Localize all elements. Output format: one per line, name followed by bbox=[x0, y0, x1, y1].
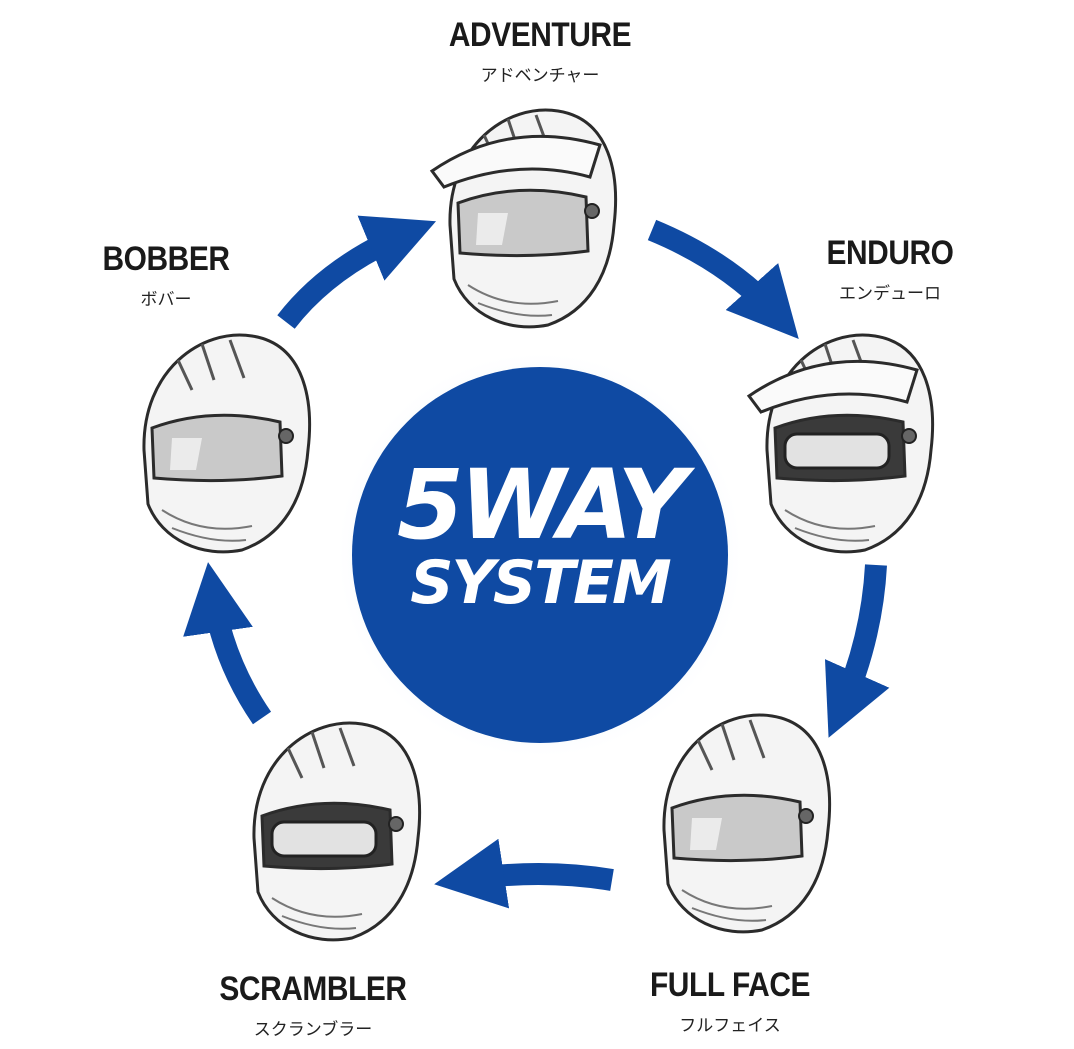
arrow-full-face-to-scrambler bbox=[434, 838, 614, 909]
arrow-adventure-to-enduro bbox=[647, 219, 799, 340]
helmet-pivot bbox=[901, 428, 917, 444]
mode-name-jp: ボバー bbox=[140, 290, 192, 310]
helmet-chin-lines bbox=[161, 509, 253, 542]
center-title-line1: 5WAY bbox=[396, 449, 687, 561]
arrow-group bbox=[183, 215, 890, 909]
mode-label-adventure: ADVENTURE アドベンチャー bbox=[380, 16, 700, 86]
mode-name-jp: スクランブラー bbox=[253, 1020, 373, 1040]
helmet-pivot bbox=[278, 428, 294, 444]
center-title: 5WAY SYSTEM bbox=[350, 449, 730, 618]
helmet-chin-lines bbox=[271, 897, 363, 930]
arrow-scrambler-to-bobber bbox=[183, 562, 272, 725]
helmet-peak-visor bbox=[429, 134, 602, 189]
arrow-bobber-to-adventure bbox=[277, 215, 437, 329]
mode-name-jp: フルフェイス bbox=[679, 1016, 781, 1036]
mode-name: BOBBER bbox=[102, 240, 230, 278]
helmet-bobber-icon bbox=[142, 333, 312, 554]
helmet-shield-reflection bbox=[690, 818, 722, 850]
helmet-shield-reflection bbox=[170, 438, 202, 470]
center-title-line2: SYSTEM bbox=[410, 548, 672, 618]
helmet-scrambler-icon bbox=[252, 721, 422, 942]
mode-name: FULL FACE bbox=[649, 966, 811, 1004]
helmet-vent-lines bbox=[696, 719, 766, 771]
helmet-shield-reflection bbox=[476, 213, 508, 245]
mode-name: ENDURO bbox=[826, 234, 954, 272]
helmet-vent-lines bbox=[176, 339, 246, 391]
mode-label-full-face: FULL FACE フルフェイス bbox=[600, 966, 860, 1036]
arrow-enduro-to-full-face bbox=[824, 564, 890, 738]
helmet-pivot bbox=[798, 808, 814, 824]
helmet-chin-lines bbox=[681, 889, 773, 922]
helmet-enduro-icon bbox=[746, 333, 935, 554]
mode-name: SCRAMBLER bbox=[219, 970, 407, 1008]
mode-name-jp: アドベンチャー bbox=[480, 66, 600, 86]
mode-label-bobber: BOBBER ボバー bbox=[76, 240, 256, 310]
helmet-pivot bbox=[388, 816, 404, 832]
helmet-full-face-icon bbox=[662, 713, 832, 934]
helmet-chin-lines bbox=[784, 509, 876, 542]
mode-name: ADVENTURE bbox=[448, 16, 632, 54]
helmet-goggle bbox=[783, 432, 891, 470]
mode-label-enduro: ENDURO エンデューロ bbox=[760, 234, 1020, 304]
mode-label-scrambler: SCRAMBLER スクランブラー bbox=[168, 970, 458, 1040]
helmet-vent-lines bbox=[286, 727, 356, 779]
helmet-pivot bbox=[584, 203, 600, 219]
helmet-adventure-icon bbox=[429, 108, 618, 329]
helmet-peak-visor bbox=[746, 359, 919, 414]
helmet-goggle bbox=[270, 820, 378, 858]
helmet-chin-lines bbox=[467, 284, 559, 317]
center-circle bbox=[352, 367, 728, 743]
mode-name-jp: エンデューロ bbox=[839, 284, 941, 304]
